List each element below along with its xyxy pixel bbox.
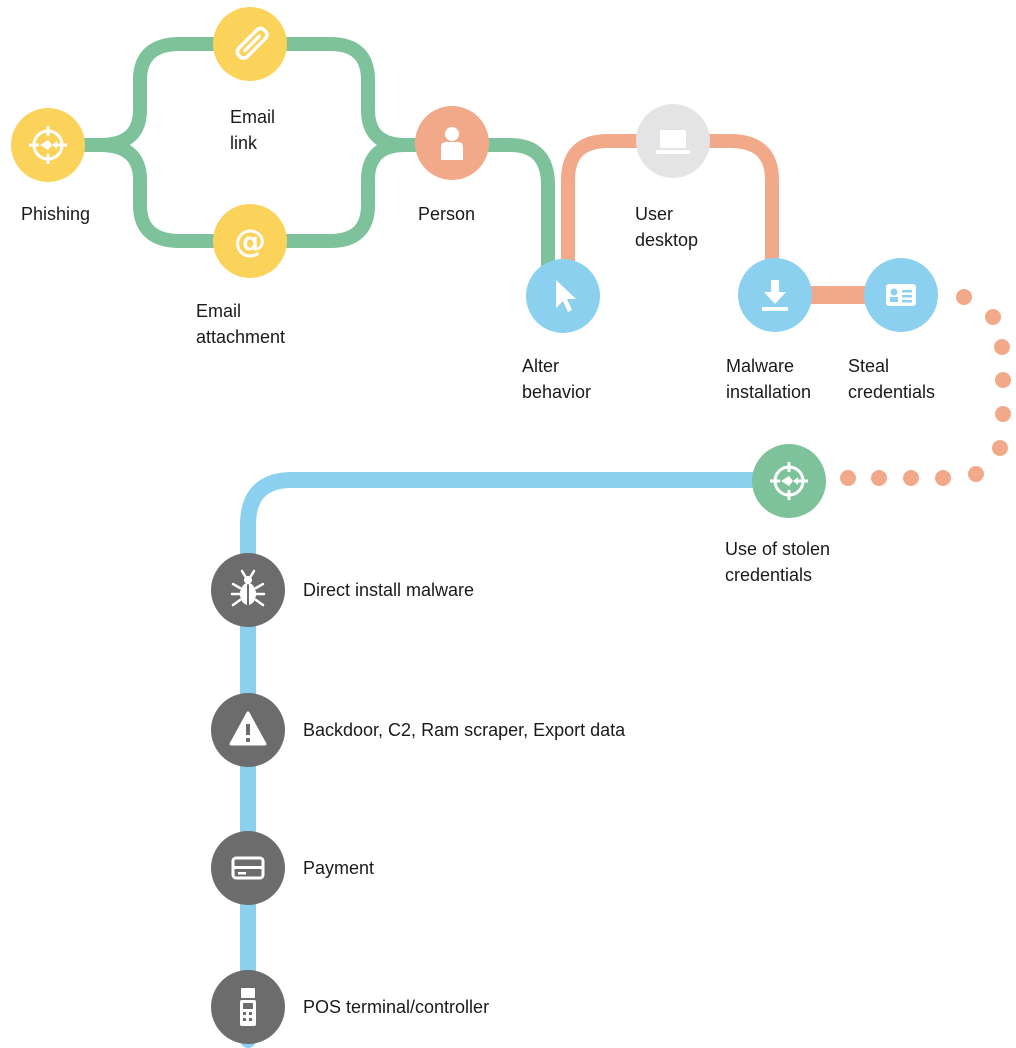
node-user-desktop <box>636 104 710 178</box>
label-line: Steal <box>848 356 890 376</box>
node-email-link <box>213 7 287 81</box>
label-line: attachment <box>196 327 286 347</box>
label-use-of-stolen-credentials: Use of stolen credentials <box>725 536 830 588</box>
label-payment: Payment <box>303 855 374 881</box>
blue-path <box>240 472 798 1048</box>
label-line: behavior <box>522 382 592 402</box>
label-line: Email <box>230 107 276 127</box>
dotted-path <box>840 289 1011 486</box>
crosshair-icon <box>29 126 67 164</box>
at-sign-icon: @ <box>234 222 266 260</box>
node-pos-terminal <box>211 970 285 1044</box>
label-line: Phishing <box>21 204 91 224</box>
label-alter-behavior: Alter behavior <box>522 353 591 405</box>
label-line: Backdoor, C2, Ram scraper, Export data <box>303 720 626 740</box>
node-person <box>415 106 489 180</box>
label-line: installation <box>726 382 812 402</box>
path-person-to-alter <box>398 138 555 297</box>
pos-terminal-icon <box>240 988 256 1026</box>
node-email-attachment: @ <box>213 204 287 278</box>
node-use-of-stolen-credentials <box>752 444 826 518</box>
node-backdoor <box>211 693 285 767</box>
label-line: Payment <box>303 858 375 878</box>
node-malware-installation <box>738 258 812 332</box>
label-line: Use of stolen <box>725 539 831 559</box>
bug-icon <box>230 569 266 607</box>
download-icon <box>762 280 788 311</box>
label-line: credentials <box>725 565 813 585</box>
credit-card-icon <box>231 856 265 880</box>
node-payment <box>211 831 285 905</box>
node-phishing <box>11 108 85 182</box>
warning-icon <box>229 711 267 746</box>
label-line: link <box>230 133 258 153</box>
label-malware-installation: Malware installation <box>726 353 811 405</box>
label-line: POS terminal/controller <box>303 997 490 1017</box>
label-line: Person <box>418 204 476 224</box>
laptop-icon <box>656 130 690 154</box>
label-line: desktop <box>635 230 699 250</box>
label-phishing: Phishing <box>21 201 90 227</box>
label-email-attachment: Email attachment <box>196 298 285 350</box>
label-pos-terminal: POS terminal/controller <box>303 994 489 1020</box>
label-email-link: Email link <box>230 104 275 156</box>
label-person: Person <box>418 201 475 227</box>
label-line: Email <box>196 301 242 321</box>
cursor-icon <box>556 280 576 312</box>
label-line: Direct install malware <box>303 580 475 600</box>
node-direct-install-malware <box>211 553 285 627</box>
node-alter-behavior <box>526 259 600 333</box>
label-user-desktop: User desktop <box>635 201 698 253</box>
person-icon <box>441 127 463 160</box>
label-line: User <box>635 204 674 224</box>
label-steal-credentials: Steal credentials <box>848 353 935 405</box>
label-line: credentials <box>848 382 936 402</box>
paperclip-icon <box>235 26 269 60</box>
label-line: Malware <box>726 356 795 376</box>
node-steal-credentials <box>864 258 938 332</box>
crosshair-icon <box>770 462 808 500</box>
label-direct-install-malware: Direct install malware <box>303 577 474 603</box>
label-line: Alter <box>522 356 560 376</box>
label-backdoor: Backdoor, C2, Ram scraper, Export data <box>303 717 625 743</box>
salmon-paths <box>561 134 880 304</box>
id-card-icon <box>886 284 916 306</box>
